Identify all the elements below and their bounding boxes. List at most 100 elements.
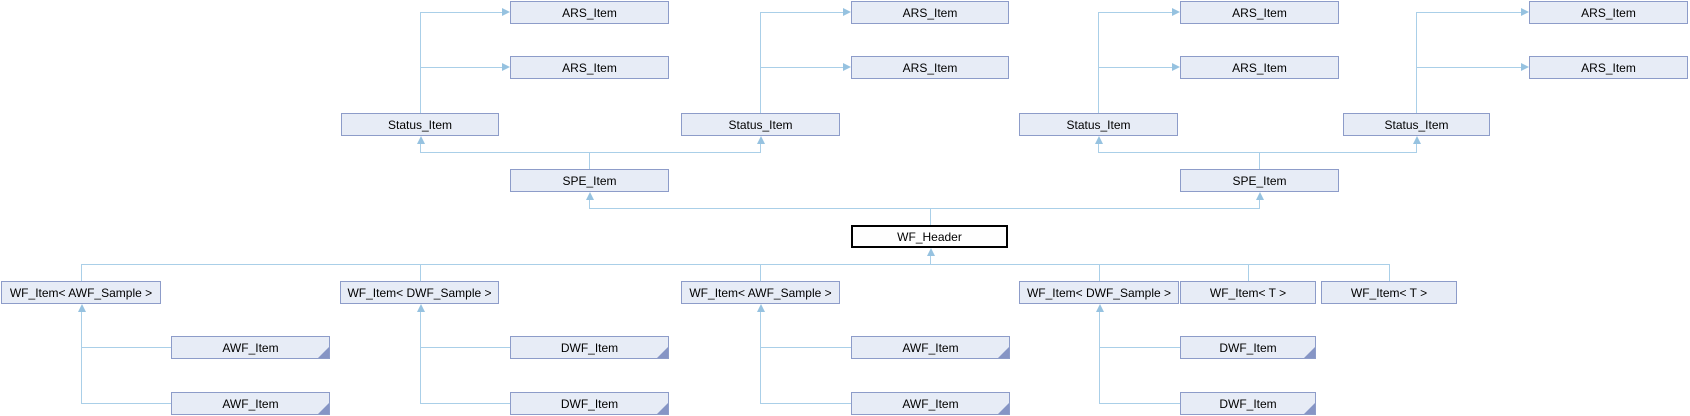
arrowhead-right-icon	[843, 63, 851, 71]
arrowhead-up-icon	[417, 136, 425, 144]
node-ars-item-g1-bottom[interactable]: ARS_Item	[510, 56, 669, 79]
node-awf-item-g1-top[interactable]: AWF_Item	[171, 336, 330, 359]
edge-segment	[1099, 264, 1100, 282]
edge-segment	[589, 152, 590, 170]
node-wf-item-t-1[interactable]: WF_Item< T >	[1180, 281, 1316, 304]
node-wf-item-t-2[interactable]: WF_Item< T >	[1321, 281, 1457, 304]
node-awf-item-g3-top[interactable]: AWF_Item	[851, 336, 1010, 359]
edge-segment	[1416, 12, 1523, 13]
edge-segment	[420, 12, 504, 13]
node-awf-item-g1-bottom[interactable]: AWF_Item	[171, 392, 330, 415]
node-ars-item-g1-top[interactable]: ARS_Item	[510, 1, 669, 24]
node-dwf-item-g2-top[interactable]: DWF_Item	[510, 336, 669, 359]
edge-segment	[760, 142, 761, 152]
edge-segment	[1416, 67, 1523, 68]
node-awf-item-g3-bottom[interactable]: AWF_Item	[851, 392, 1010, 415]
folded-corner-icon	[1304, 403, 1315, 414]
arrowhead-right-icon	[843, 8, 851, 16]
node-ars-item-g2-bottom[interactable]: ARS_Item	[851, 56, 1009, 79]
edge-segment	[420, 347, 511, 348]
folded-corner-icon	[998, 347, 1009, 358]
folded-corner-icon	[657, 403, 668, 414]
edge-segment	[1259, 152, 1260, 170]
edge-segment	[1098, 12, 1099, 113]
node-ars-item-g4-bottom[interactable]: ARS_Item	[1529, 56, 1688, 79]
node-wf-header[interactable]: WF_Header	[851, 225, 1008, 248]
arrowhead-right-icon	[1521, 63, 1529, 71]
node-status-item-g3[interactable]: Status_Item	[1019, 113, 1178, 136]
edge-segment	[420, 264, 421, 282]
edge-segment	[589, 198, 590, 208]
edge-segment	[1416, 142, 1417, 152]
node-spe-item-right[interactable]: SPE_Item	[1180, 169, 1339, 192]
edge-segment	[81, 310, 82, 404]
arrowhead-right-icon	[1172, 63, 1180, 71]
edge-segment	[1259, 198, 1260, 208]
edge-segment	[420, 142, 421, 152]
arrowhead-up-icon	[417, 304, 425, 312]
edge-segment	[81, 403, 172, 404]
node-ars-item-g3-top[interactable]: ARS_Item	[1180, 1, 1339, 24]
arrowhead-right-icon	[1521, 8, 1529, 16]
arrowhead-right-icon	[502, 8, 510, 16]
node-wf-item-dwf-sample-2[interactable]: WF_Item< DWF_Sample >	[1019, 281, 1179, 304]
arrowhead-right-icon	[502, 63, 510, 71]
edge-segment	[760, 264, 761, 282]
edge-segment	[1099, 403, 1181, 404]
edge-segment	[760, 12, 845, 13]
arrowhead-up-icon	[1413, 136, 1421, 144]
edge-segment	[930, 254, 931, 264]
edge-segment	[81, 264, 1390, 265]
arrowhead-up-icon	[927, 248, 935, 256]
edge-segment	[1099, 310, 1100, 404]
edge-segment	[420, 403, 511, 404]
folded-corner-icon	[318, 347, 329, 358]
arrowhead-up-icon	[757, 136, 765, 144]
edge-segment	[1389, 264, 1390, 282]
node-ars-item-g2-top[interactable]: ARS_Item	[851, 1, 1009, 24]
folded-corner-icon	[657, 347, 668, 358]
edge-segment	[81, 264, 82, 282]
edge-segment	[1098, 67, 1174, 68]
node-dwf-item-g4-bottom[interactable]: DWF_Item	[1180, 392, 1316, 415]
node-spe-item-left[interactable]: SPE_Item	[510, 169, 669, 192]
edge-segment	[1098, 142, 1099, 152]
edge-segment	[420, 67, 504, 68]
node-ars-item-g4-top[interactable]: ARS_Item	[1529, 1, 1688, 24]
node-status-item-g4[interactable]: Status_Item	[1343, 113, 1490, 136]
edge-segment	[420, 12, 421, 113]
arrowhead-up-icon	[586, 192, 594, 200]
node-status-item-g2[interactable]: Status_Item	[681, 113, 840, 136]
edge-segment	[81, 347, 172, 348]
folded-corner-icon	[998, 403, 1009, 414]
edge-segment	[420, 152, 761, 153]
edge-segment	[760, 67, 845, 68]
node-dwf-item-g4-top[interactable]: DWF_Item	[1180, 336, 1316, 359]
edge-segment	[760, 310, 761, 404]
arrowhead-up-icon	[78, 304, 86, 312]
edge-segment	[930, 208, 931, 226]
edge-segment	[760, 347, 852, 348]
edge-segment	[1416, 12, 1417, 113]
edge-segment	[760, 403, 852, 404]
arrowhead-up-icon	[1256, 192, 1264, 200]
arrowhead-up-icon	[757, 304, 765, 312]
node-ars-item-g3-bottom[interactable]: ARS_Item	[1180, 56, 1339, 79]
edge-segment	[1098, 152, 1417, 153]
edge-segment	[1098, 12, 1174, 13]
folded-corner-icon	[318, 403, 329, 414]
node-wf-item-dwf-sample-1[interactable]: WF_Item< DWF_Sample >	[340, 281, 499, 304]
arrowhead-up-icon	[1096, 304, 1104, 312]
folded-corner-icon	[1304, 347, 1315, 358]
edge-segment	[589, 208, 1260, 209]
node-status-item-g1[interactable]: Status_Item	[341, 113, 499, 136]
arrowhead-up-icon	[1095, 136, 1103, 144]
node-dwf-item-g2-bottom[interactable]: DWF_Item	[510, 392, 669, 415]
edge-segment	[420, 310, 421, 404]
arrowhead-right-icon	[1172, 8, 1180, 16]
node-wf-item-awf-sample-1[interactable]: WF_Item< AWF_Sample >	[1, 281, 161, 304]
node-wf-item-awf-sample-2[interactable]: WF_Item< AWF_Sample >	[681, 281, 840, 304]
edge-segment	[760, 12, 761, 113]
edge-segment	[1248, 264, 1249, 282]
